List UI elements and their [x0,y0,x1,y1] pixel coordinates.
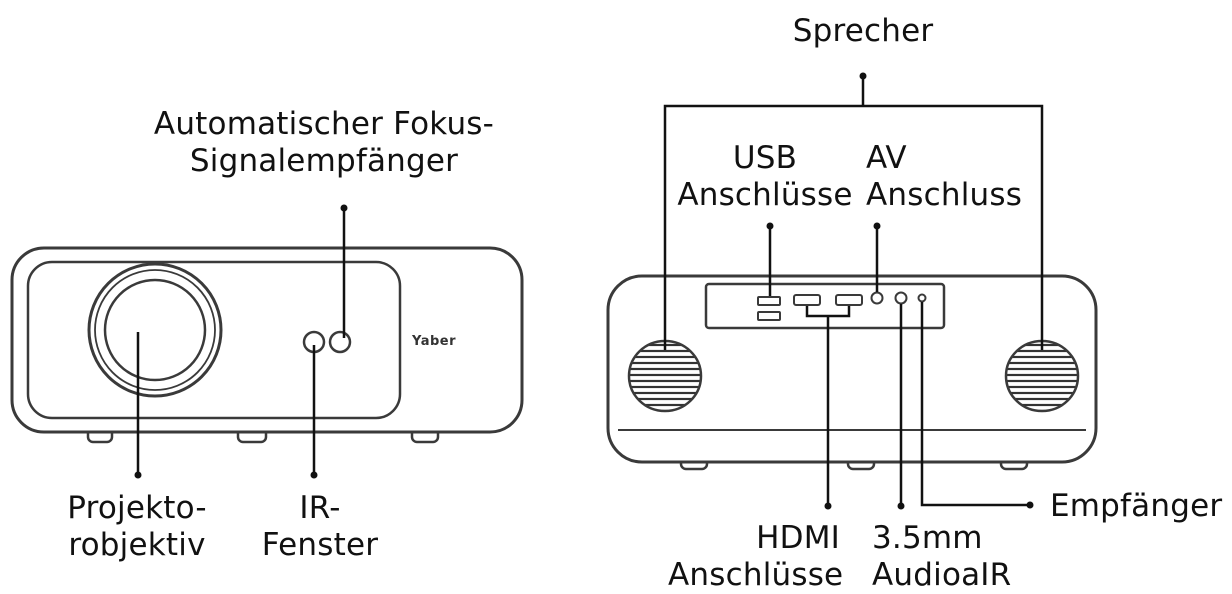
lens-glass [103,278,207,382]
receiver-label: Empfänger [1050,488,1223,524]
port-panel [704,282,946,330]
hdmi-label: HDMI Anschlüsse [668,520,844,593]
speaker-right [1006,341,1078,411]
autofocus-callout-dot [340,204,348,212]
projector-front-view: Yaber [10,246,524,444]
lens-middle-ring [94,269,216,391]
av-label: AV Anschluss [866,140,1023,213]
yaber-logo: Yaber [411,334,456,349]
hdmi-port-1 [793,294,821,306]
receiver-callout-dot [1026,501,1034,509]
av-jack [870,291,884,305]
audio-callout-dot [897,502,905,510]
speaker-label: Sprecher [792,13,934,49]
receiver-callout-line [920,302,1030,507]
usb-label: USB Anschlüsse [677,140,853,213]
rear-callouts [663,72,1044,510]
front-callouts [134,204,348,479]
audio-label: 3.5mm AudioaIR [872,520,1012,593]
autofocus-sensor [328,330,352,354]
lens-label: Projekto- robjektiv [67,490,207,563]
projector-rear-view [606,274,1098,471]
ir-callout-dot [310,471,318,479]
audio-jack [894,291,908,305]
lens-callout-dot [134,471,142,479]
speaker-bracket [663,104,1044,350]
usb-port-2 [757,311,781,321]
autofocus-label: Automatischer Fokus- Signalempfänger [153,106,495,179]
speaker-left [629,341,701,411]
lens-outer-ring [87,262,223,398]
hdmi-port-2 [835,294,863,306]
usb-port-1 [757,296,781,306]
ir-window-label: IR- Fenster [261,490,379,563]
ir-receiver [917,293,927,303]
hdmi-callout-dot [824,502,832,510]
